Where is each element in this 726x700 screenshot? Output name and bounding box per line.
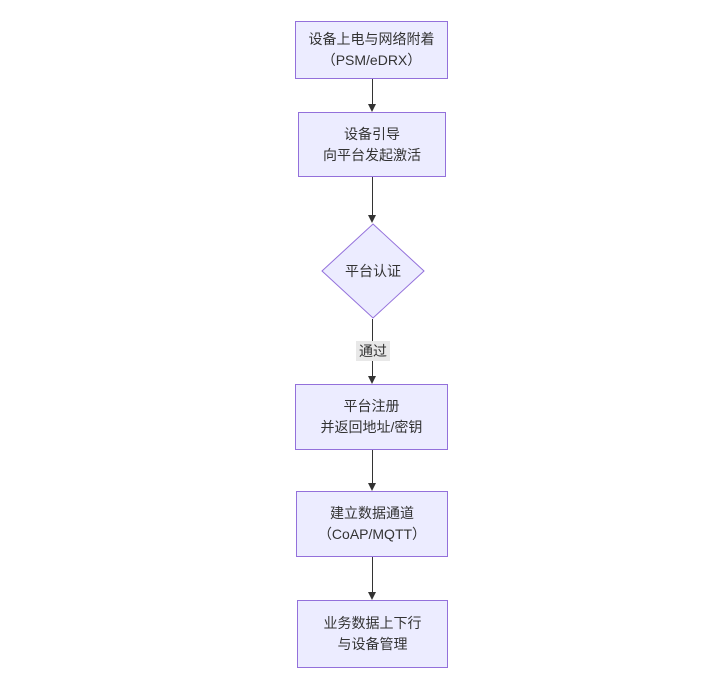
node-platform-auth: 平台认证: [321, 223, 425, 319]
node-label: 并返回地址/密钥: [320, 419, 423, 435]
edge-label-pass: 通过: [356, 341, 390, 361]
node-data-channel: 建立数据通道 （CoAP/MQTT）: [296, 491, 448, 557]
node-power-attach: 设备上电与网络附着 （PSM/eDRX）: [295, 21, 448, 79]
node-platform-register: 平台注册 并返回地址/密钥: [295, 384, 448, 450]
edge-bootstrap-to-auth: [368, 177, 376, 223]
node-label: 设备上电与网络附着: [308, 31, 435, 47]
edge-line: [372, 557, 373, 594]
node-label: 与设备管理: [337, 636, 408, 652]
diamond-shape: [321, 223, 425, 319]
edge-line: [372, 79, 373, 106]
node-label: 向平台发起激活: [323, 146, 421, 163]
arrowhead-down-icon: [368, 483, 376, 491]
node-label: （PSM/eDRX）: [321, 52, 422, 68]
edge-register-to-channel: [368, 450, 376, 491]
arrowhead-down-icon: [368, 592, 376, 600]
node-label: 平台注册: [343, 398, 400, 414]
node-label: 设备引导: [344, 125, 400, 142]
node-bootstrap: 设备引导 向平台发起激活: [298, 112, 446, 177]
node-business-data: 业务数据上下行 与设备管理: [297, 600, 448, 668]
edge-power-to-bootstrap: [368, 79, 376, 112]
arrowhead-down-icon: [368, 376, 376, 384]
arrowhead-down-icon: [368, 104, 376, 112]
node-label: 建立数据通道: [330, 505, 414, 521]
node-label: 平台认证: [345, 262, 401, 279]
edge-line: [372, 177, 373, 217]
edge-line: [372, 450, 373, 485]
arrowhead-down-icon: [368, 215, 376, 223]
node-label: 业务数据上下行: [323, 615, 422, 631]
edge-channel-to-business: [368, 557, 376, 600]
node-label: （CoAP/MQTT）: [317, 526, 427, 542]
